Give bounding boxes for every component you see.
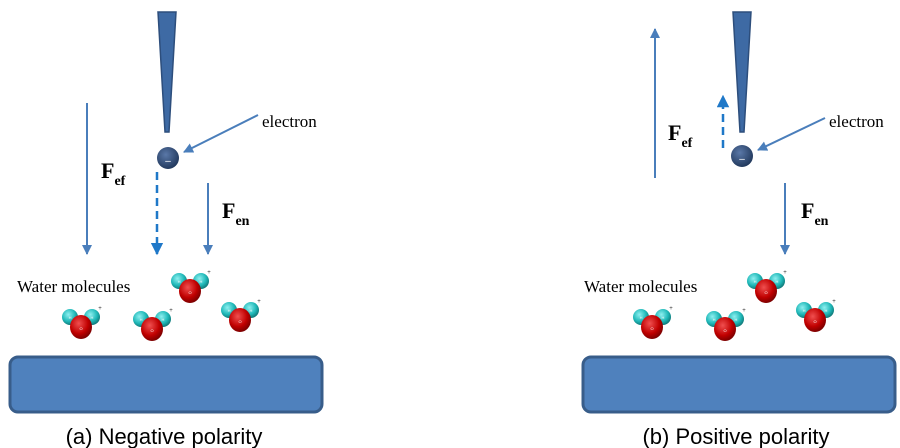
- electron: [157, 147, 179, 169]
- electron-pointer-arrow: [757, 117, 826, 151]
- panel-positive: – electron Fef Fen Water molecules (b) P…: [581, 11, 897, 448]
- electron-pointer-arrow: [183, 114, 259, 153]
- water-molecule: [796, 299, 837, 332]
- water-molecules-label: Water molecules: [17, 277, 130, 296]
- substrate: [581, 355, 897, 414]
- probe-tip: [157, 11, 177, 133]
- substrate: [8, 355, 324, 414]
- water-molecule: [62, 306, 103, 339]
- water-molecule: [221, 299, 262, 332]
- caption: (a) Negative polarity: [66, 424, 263, 448]
- electron-force-label: Fen: [222, 198, 250, 229]
- panel-negative: – electron Fef Fen Water molecules (a) N…: [8, 11, 324, 448]
- electron-label: electron: [829, 112, 884, 131]
- electron-sign: –: [739, 154, 745, 165]
- water-molecule: [171, 270, 212, 303]
- water-molecule: [747, 270, 788, 303]
- water-molecule: [633, 306, 674, 339]
- electron-label: electron: [262, 112, 317, 131]
- field-force-label: Fef: [101, 158, 126, 189]
- caption: (b) Positive polarity: [642, 424, 829, 448]
- water-molecule: [706, 308, 747, 341]
- water-molecule: [133, 308, 174, 341]
- probe-tip: [732, 11, 752, 133]
- water-molecules-label: Water molecules: [584, 277, 697, 296]
- electron-sign: –: [165, 156, 171, 167]
- electron: [731, 145, 753, 167]
- electron-force-label: Fen: [801, 198, 829, 229]
- field-force-label: Fef: [668, 120, 693, 151]
